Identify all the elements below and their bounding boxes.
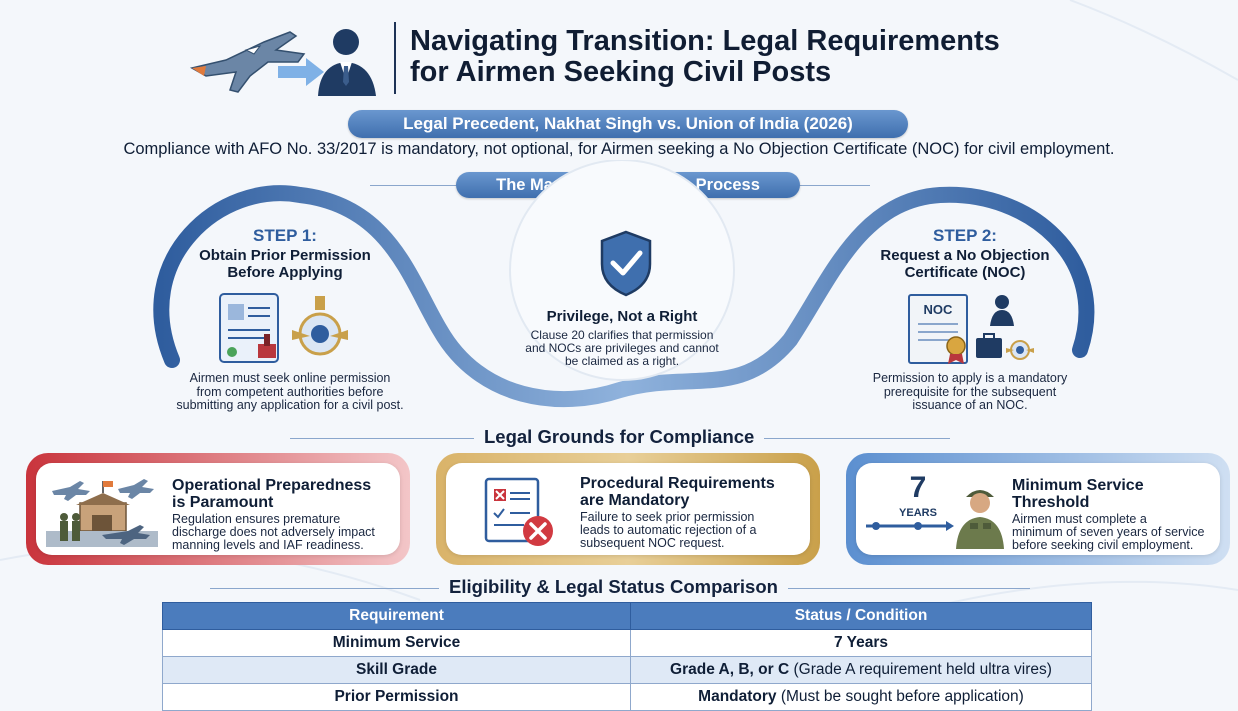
card3-body: Airmen must complete a minimum of seven …: [1012, 513, 1204, 552]
rejected-document-icon: [484, 477, 553, 546]
privilege-description: Clause 20 clarifies that permission and …: [512, 329, 732, 368]
cell-status-bold: Grade A, B, or C: [670, 661, 790, 678]
card2-title-line1: Procedural Requirements: [580, 475, 775, 492]
legal-precedent-pill: Legal Precedent, Nakhat Singh vs. Union …: [348, 110, 908, 138]
card3-body-line2: minimum of seven years of service: [1012, 525, 1205, 539]
airbase-icon: [46, 479, 158, 547]
privilege-desc-line2: and NOCs are privileges and cannot: [525, 341, 719, 355]
comparison-header-row: Requirement Status / Condition: [162, 602, 1092, 630]
page-title-line1: Navigating Transition: Legal Requirement…: [410, 25, 1000, 57]
comparison-table: Requirement Status / Condition Minimum S…: [162, 602, 1092, 711]
application-form-icon: [219, 293, 348, 363]
step1-number: STEP 1:: [253, 226, 317, 245]
cell-status: Grade A, B, or C (Grade A requirement he…: [630, 656, 1092, 684]
step2-number: STEP 2:: [933, 226, 997, 245]
cell-status-bold: Mandatory: [698, 688, 777, 705]
card3-title-line2: Threshold: [1012, 494, 1090, 511]
step2-desc-line3: issuance of an NOC.: [912, 398, 1028, 412]
grounds-heading: Legal Grounds for Compliance: [474, 426, 765, 448]
cell-requirement: Skill Grade: [162, 656, 631, 684]
step2-desc-line2: prerequisite for the subsequent: [883, 384, 1057, 399]
step1-title-line1: Obtain Prior Permission: [199, 247, 371, 264]
card3-title-line1: Minimum Service: [1012, 477, 1144, 494]
card1-body-line3: manning levels and IAF readiness.: [172, 538, 364, 552]
card-operational-inner: Operational Preparedness is Paramount Re…: [36, 463, 400, 555]
card3-body-line1: Airmen must complete a: [1012, 512, 1147, 526]
step2-desc-line1: Permission to apply is a mandatory: [872, 371, 1068, 385]
step1-desc-line1: Airmen must seek online permission: [189, 371, 391, 385]
card-procedural-requirements: Procedural Requirements are Mandatory Fa…: [436, 453, 820, 565]
subtitle: Compliance with AFO No. 33/2017 is manda…: [123, 140, 1115, 158]
card2-body-line1: Failure to seek prior permission: [580, 510, 755, 524]
privilege-desc-line3: be claimed as a right.: [564, 354, 680, 368]
medal-icon: [946, 336, 966, 364]
jet-to-civilian-icon: [189, 29, 376, 96]
card2-body: Failure to seek prior permission leads t…: [580, 511, 757, 550]
officer-icon: [990, 295, 1014, 326]
card-operational-preparedness: Operational Preparedness is Paramount Re…: [26, 453, 410, 565]
card1-title-line1: Operational Preparedness: [172, 477, 372, 494]
privilege-title: Privilege, Not a Right: [546, 308, 698, 325]
step2-title-line2: Certificate (NOC): [904, 264, 1026, 281]
noc-support-icons: [946, 295, 1034, 364]
cell-requirement: Minimum Service: [162, 629, 631, 657]
privilege-desc-line1: Clause 20 clarifies that permission: [530, 328, 714, 342]
years-unit: YEARS: [899, 507, 937, 519]
card-procedural-inner: Procedural Requirements are Mandatory Fa…: [446, 463, 810, 555]
card2-body-line2: leads to automatic rejection of a: [580, 523, 757, 537]
card1-body: Regulation ensures premature discharge d…: [172, 513, 375, 552]
arrow-right-icon: [278, 58, 324, 86]
cell-status: Mandatory (Must be sought before applica…: [630, 683, 1092, 711]
seven-years-number: 7: [909, 471, 927, 504]
step2-block: STEP 2: Request a No Objection Certifica…: [850, 226, 1080, 281]
table-row: Minimum Service 7 Years: [162, 629, 1092, 657]
civilian-person-icon: [318, 29, 376, 96]
iaf-emblem-icon: [292, 296, 348, 356]
iaf-small-emblem-icon: [1006, 340, 1034, 360]
noc-label: NOC: [923, 302, 953, 317]
fighter-jet-icon: [189, 31, 306, 93]
card1-body-line2: discharge does not adversely impact: [172, 525, 375, 539]
process-wave-graphic: [153, 160, 1095, 408]
header-divider: [394, 22, 396, 94]
page-title-line2: for Airmen Seeking Civil Posts: [410, 56, 832, 88]
step1-title-line2: Before Applying: [227, 264, 343, 281]
card1-body-line1: Regulation ensures premature: [172, 512, 341, 526]
card2-title: Procedural Requirements are Mandatory: [580, 475, 775, 509]
comparison-heading: Eligibility & Legal Status Comparison: [439, 576, 788, 598]
page-title: Navigating Transition: Legal Requirement…: [410, 26, 1110, 88]
column-header-requirement: Requirement: [162, 602, 631, 630]
table-row: Skill Grade Grade A, B, or C (Grade A re…: [162, 656, 1092, 684]
step1-block: STEP 1: Obtain Prior Permission Before A…: [170, 226, 400, 281]
cell-status-note: (Grade A requirement held ultra vires): [789, 661, 1052, 678]
card2-body-line3: subsequent NOC request.: [580, 536, 725, 550]
cell-status-bold: 7 Years: [833, 634, 889, 651]
step2-title-line1: Request a No Objection: [880, 247, 1050, 264]
shield-check-icon: [600, 230, 652, 297]
step2-description: Permission to apply is a mandatory prere…: [830, 371, 1110, 413]
card-service-inner: 7 YEARS Minimum Service Threshold Airmen…: [856, 463, 1220, 555]
privilege-block: Privilege, Not a Right Clause 20 clarifi…: [512, 308, 732, 368]
card1-title-line2: is Paramount: [172, 494, 274, 511]
cell-status-note: (Must be sought before application): [776, 688, 1024, 705]
cell-status: 7 Years: [630, 629, 1092, 657]
card2-title-line2: are Mandatory: [580, 492, 690, 509]
card3-body-line3: before seeking civil employment.: [1012, 538, 1194, 552]
card3-title: Minimum Service Threshold: [1012, 477, 1144, 511]
table-row: Prior Permission Mandatory (Must be soug…: [162, 683, 1092, 711]
step1-desc-line2: from competent authorities before: [196, 384, 384, 399]
card-minimum-service: 7 YEARS Minimum Service Threshold Airmen…: [846, 453, 1230, 565]
column-header-status: Status / Condition: [630, 602, 1092, 630]
briefcase-icon: [976, 333, 1002, 358]
timeline-icon: [866, 521, 954, 531]
card1-title: Operational Preparedness is Paramount: [172, 477, 371, 511]
cell-requirement: Prior Permission: [162, 683, 631, 711]
step1-desc-line3: submitting any application for a civil p…: [176, 398, 404, 412]
step1-description: Airmen must seek online permission from …: [150, 371, 430, 413]
airman-soldier-icon: [956, 490, 1004, 549]
